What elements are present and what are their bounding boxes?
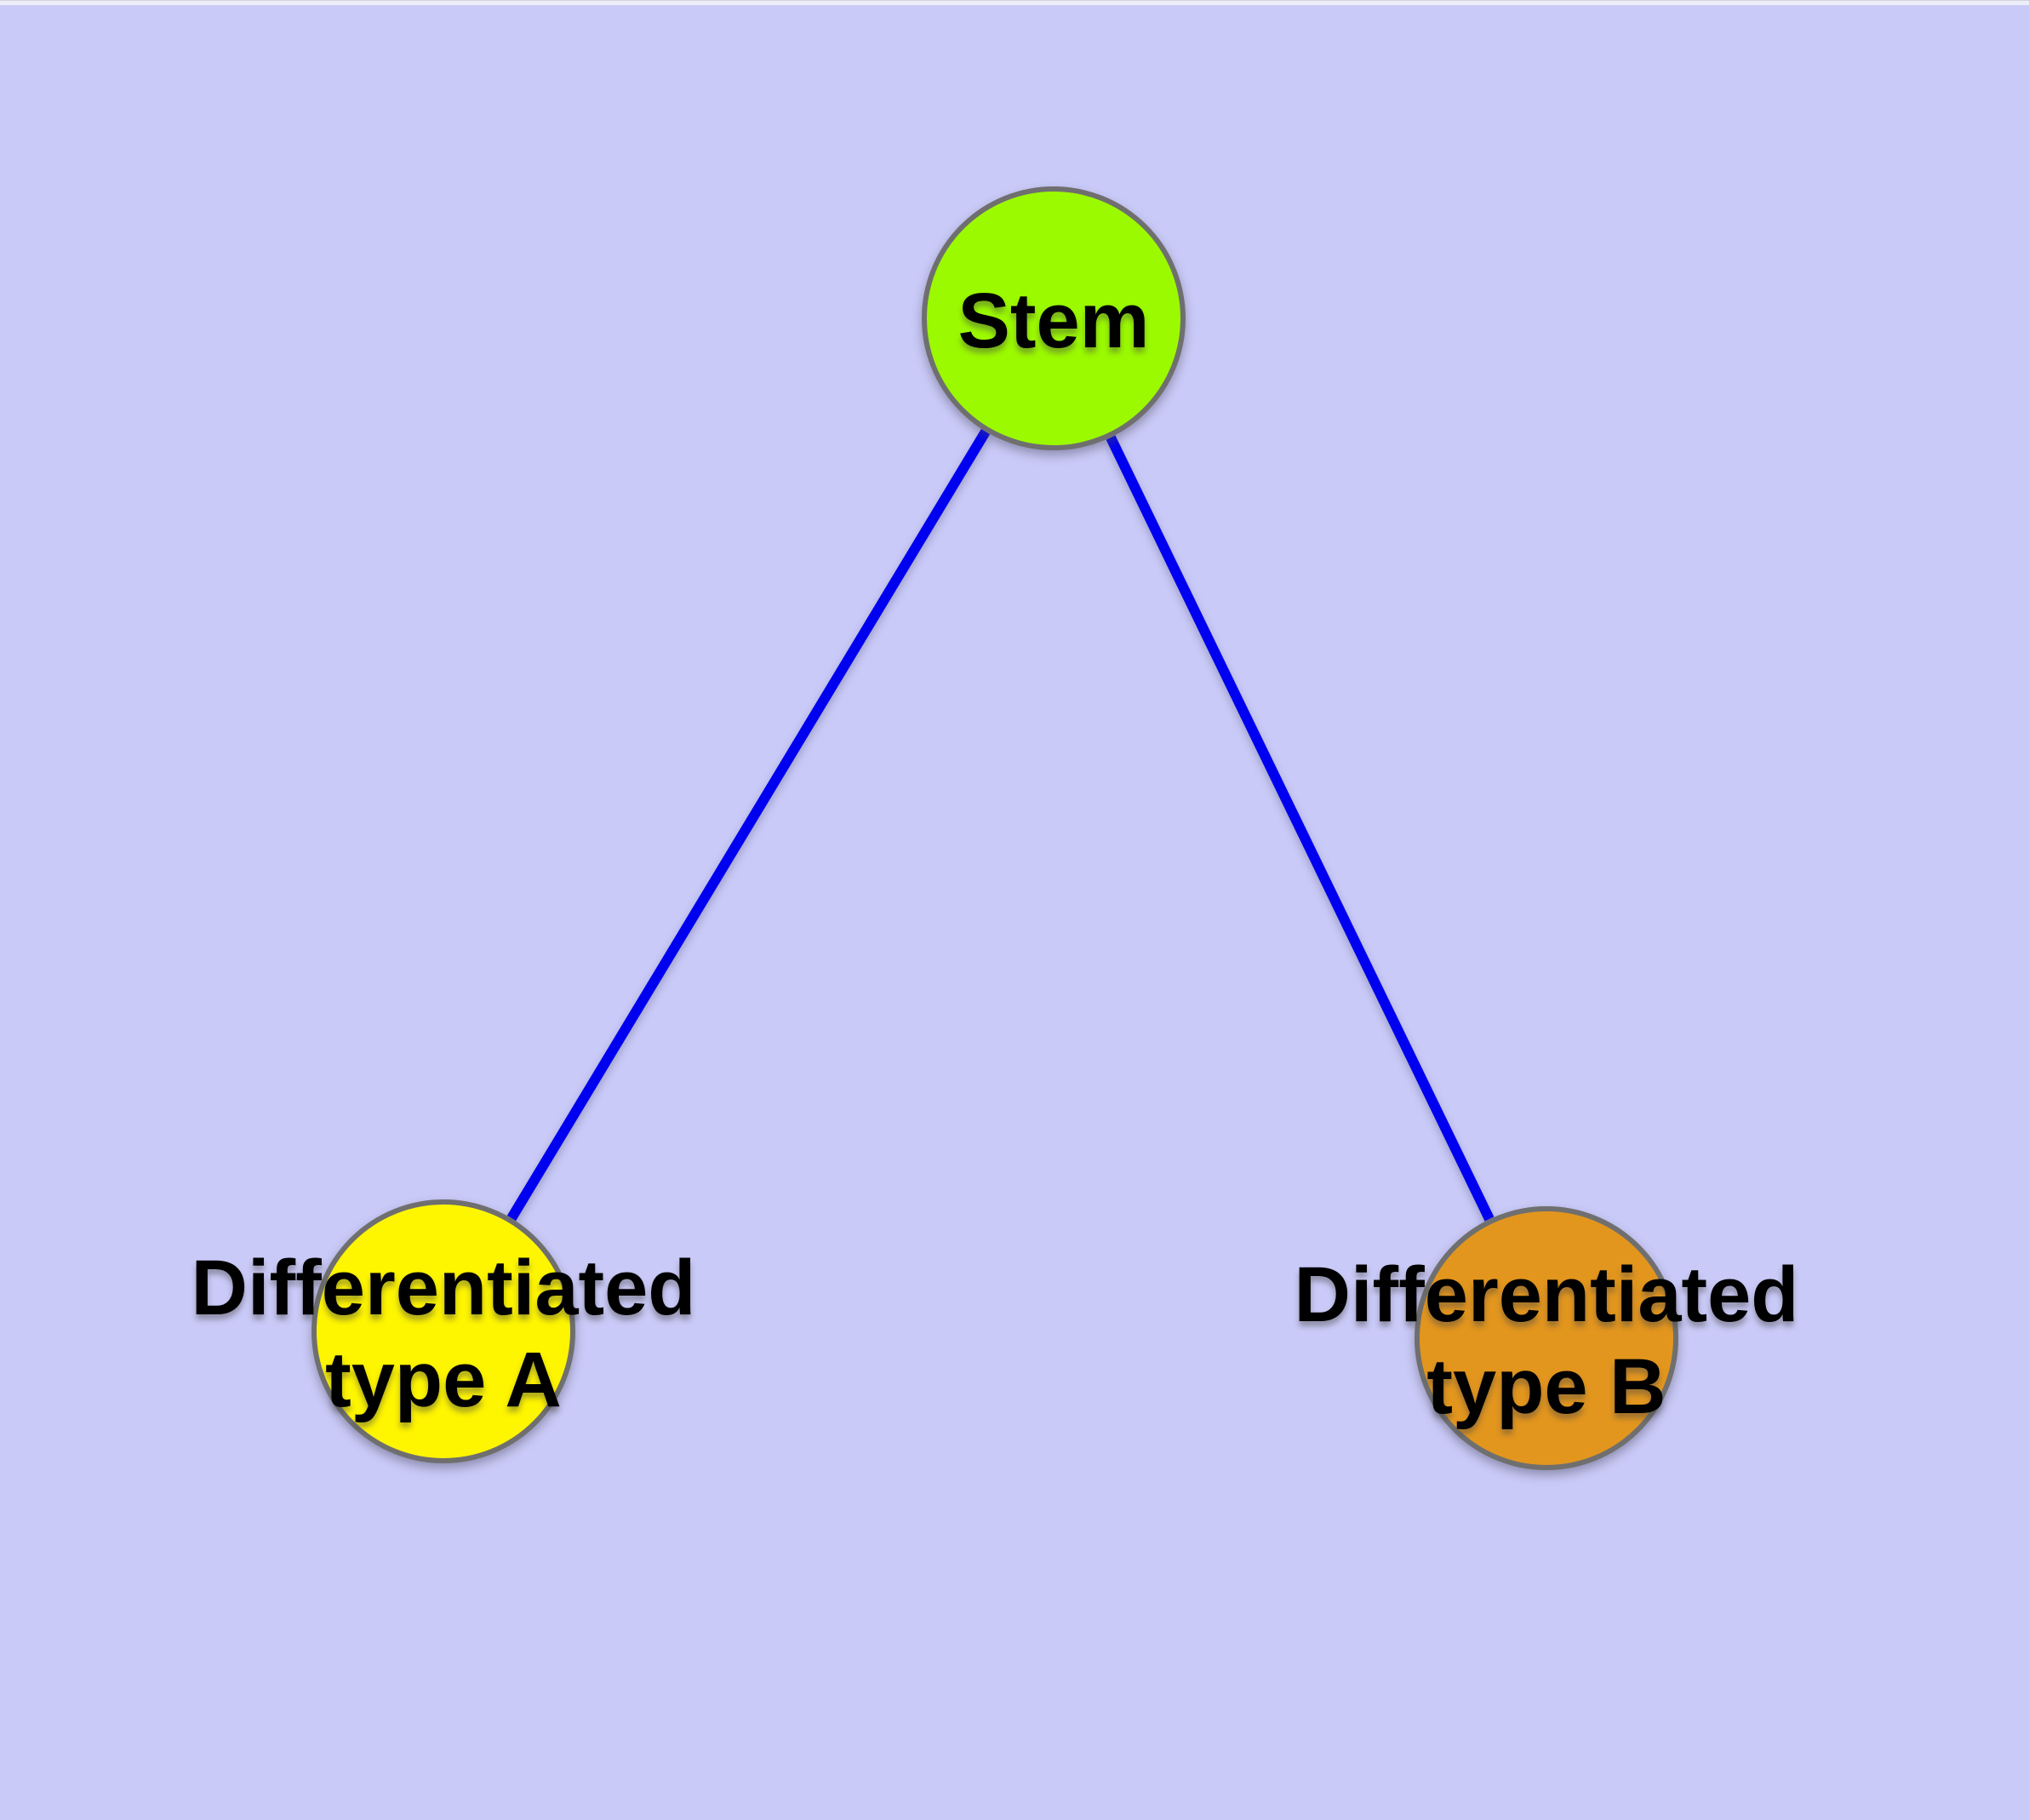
edges-layer bbox=[506, 428, 1495, 1222]
node-type-b[interactable] bbox=[1415, 1206, 1678, 1470]
edge-stem-type-a bbox=[506, 428, 991, 1222]
nodes-layer bbox=[311, 186, 1678, 1470]
node-stem[interactable] bbox=[922, 186, 1186, 450]
node-type-a[interactable] bbox=[311, 1199, 575, 1463]
window-top-edge bbox=[0, 0, 2029, 5]
edge-stem-type-b bbox=[1106, 435, 1495, 1222]
